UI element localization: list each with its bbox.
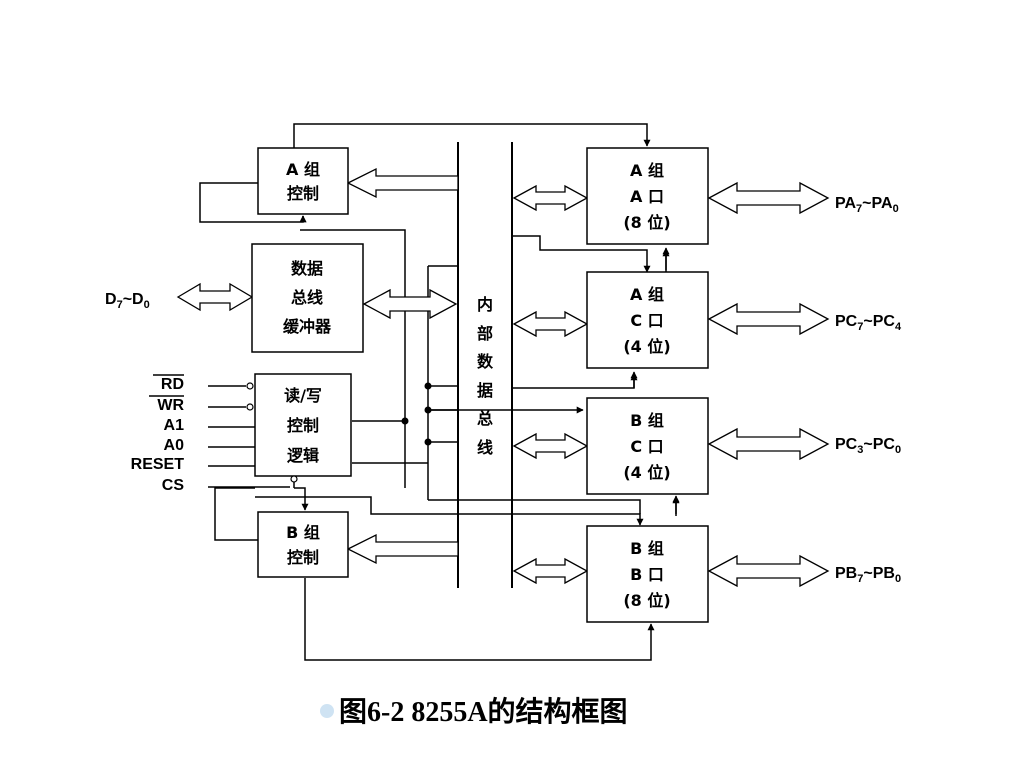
bus-char-4: 据 — [477, 381, 493, 400]
pcu-line2: C 口 — [630, 311, 663, 330]
pin-reset-label: RESET — [131, 456, 185, 473]
buffer-line3: 缓冲器 — [282, 317, 332, 336]
bus-char-5: 总 — [477, 409, 493, 428]
port-b-pins-arrow — [707, 554, 830, 588]
bus-port-a-arrow — [512, 184, 589, 212]
bus-char-3: 数 — [477, 352, 494, 371]
pcu-line3: (4 位) — [623, 337, 670, 356]
caption-bullet — [320, 704, 334, 718]
port-a-pins-arrow — [707, 181, 830, 215]
group-a-control-block: A 组 控制 — [257, 147, 349, 215]
pb-line1: B 组 — [630, 539, 664, 558]
pb-line3: (8 位) — [623, 591, 670, 610]
data-pins-label: D7~D0 — [105, 291, 150, 311]
internal-data-bus: 内 部 数 据 总 线 — [457, 142, 513, 588]
bus-char-6: 线 — [477, 438, 493, 457]
pcu-line1: A 组 — [630, 285, 664, 304]
buffer-line1: 数据 — [291, 259, 323, 278]
bus-port-b-arrow — [512, 557, 589, 585]
pin-a1-label: A1 — [164, 417, 185, 434]
group-a-port-c-block: A 组 C 口 (4 位) — [586, 271, 709, 369]
group-b-port-b-block: B 组 B 口 (8 位) — [586, 525, 709, 623]
port-pa-label: PA7~PA0 — [835, 195, 899, 215]
bus-char-1: 内 — [477, 295, 493, 314]
pin-a0-label: A0 — [164, 437, 185, 454]
pa-line1: A 组 — [630, 161, 664, 180]
pcl-line2: C 口 — [630, 437, 663, 456]
group-b-control-line2: 控制 — [287, 548, 319, 567]
data-pins-arrow — [176, 282, 254, 312]
group-b-control-line1: B 组 — [286, 523, 320, 542]
rw-line2: 控制 — [287, 416, 319, 435]
pin-rd-label: RD — [161, 376, 184, 393]
bus-port-c-upper-arrow — [512, 310, 589, 338]
group-a-control-line2: 控制 — [287, 184, 319, 203]
port-c-upper-pins-arrow — [707, 302, 830, 336]
bus-char-2: 部 — [477, 324, 493, 343]
rw-line3: 逻辑 — [287, 446, 319, 465]
rw-line1: 读/写 — [284, 386, 322, 405]
port-pb-label: PB7~PB0 — [835, 565, 901, 585]
group-b-port-c-block: B 组 C 口 (4 位) — [586, 397, 709, 495]
group-a-control-line1: A 组 — [286, 160, 320, 179]
port-pc-lower-label: PC3~PC0 — [835, 436, 901, 456]
bus-to-a-control-arrow — [346, 167, 459, 199]
buffer-bus-arrow — [362, 288, 458, 320]
group-a-port-a-block: A 组 A 口 (8 位) — [586, 147, 709, 245]
pcl-line1: B 组 — [630, 411, 664, 430]
data-bus-buffer-block: 数据 总线 缓冲器 — [251, 243, 364, 353]
bus-arrows — [176, 167, 830, 588]
pin-cs-label: CS — [162, 477, 185, 494]
control-pin-labels: RD WR A1 A0 RESET CS — [131, 374, 185, 494]
buffer-line2: 总线 — [291, 288, 323, 307]
bus-to-b-control-arrow — [346, 533, 459, 565]
pa-line2: A 口 — [630, 187, 664, 206]
pcl-line3: (4 位) — [623, 463, 670, 482]
port-pc-upper-label: PC7~PC4 — [835, 313, 902, 333]
figure-caption: 图6-2 8255A的结构框图 — [339, 695, 628, 728]
group-b-control-block: B 组 控制 — [257, 511, 349, 578]
pa-line3: (8 位) — [623, 213, 670, 232]
pb-line2: B 口 — [630, 565, 664, 584]
control-pin-lines — [208, 382, 298, 488]
port-c-lower-pins-arrow — [707, 427, 830, 461]
pin-wr-label: WR — [157, 397, 184, 414]
bus-port-c-lower-arrow — [512, 432, 589, 460]
rw-control-logic-block: 读/写 控制 逻辑 — [254, 373, 352, 477]
